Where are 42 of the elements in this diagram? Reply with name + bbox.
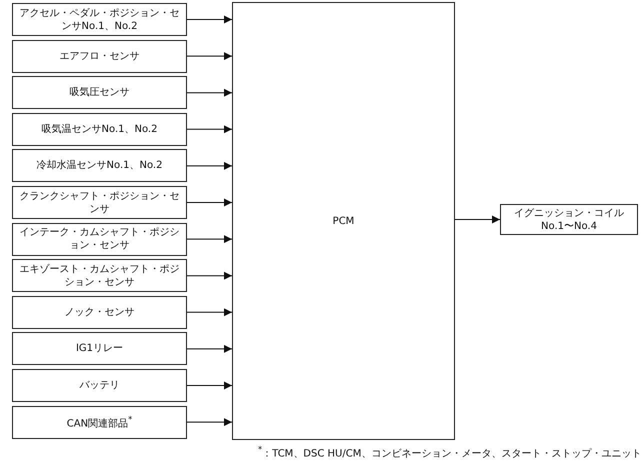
input-box	[12, 112, 187, 146]
arrow	[186, 88, 232, 97]
arrow	[186, 162, 232, 170]
node-label: PCM	[332, 214, 356, 228]
input-box	[12, 3, 187, 36]
input-box	[12, 259, 187, 292]
arrow	[186, 382, 232, 390]
node-label: インテーク・カムシャフト・ポジション・センサ	[18, 226, 180, 252]
arrow	[454, 216, 500, 224]
input-box	[12, 149, 187, 182]
input-box	[12, 369, 187, 402]
node-label: イグニッション・コイルNo.1〜No.4	[513, 206, 625, 232]
input-box	[12, 40, 187, 73]
node-label: 吸気圧センサ	[68, 86, 130, 100]
arrow	[186, 418, 232, 426]
input-box	[12, 222, 187, 256]
arrow	[186, 52, 232, 60]
input-box	[12, 76, 187, 110]
arrow	[186, 235, 232, 244]
arrow	[186, 272, 232, 280]
node-label: バッテリ	[78, 379, 120, 392]
input-box	[12, 406, 187, 439]
node-label: 吸気温センサNo.1、No.2	[40, 122, 158, 136]
arrow	[186, 308, 232, 316]
node-label: 冷却水温センサNo.1、No.2	[36, 159, 164, 172]
arrow	[186, 125, 232, 134]
input-box	[12, 332, 187, 366]
controller-box	[232, 2, 455, 440]
arrow	[186, 344, 232, 353]
input-box	[12, 296, 187, 329]
node-label: エアフロ・センサ	[58, 50, 140, 63]
node-label: エキゾースト・カムシャフト・ポジション・センサ	[18, 262, 180, 289]
node-label: クランクシャフト・ポジション・センサ	[18, 190, 180, 216]
node-label: ノック・センサ	[64, 306, 136, 319]
footnote: $^{*}$：TCM、DSC HU/CM、コンビネーション・メータ、スタート・ストップ・ユニット	[258, 444, 642, 460]
node-label: IG1リレー	[74, 342, 124, 356]
arrow	[186, 198, 232, 206]
input-box	[12, 186, 187, 219]
output-box	[500, 204, 638, 235]
node-label: CAN関連部品$^{*}$	[66, 413, 134, 431]
node-label: アクセル・ペダル・ポジション・センサNo.1、No.2	[18, 6, 180, 32]
arrow	[186, 16, 232, 24]
